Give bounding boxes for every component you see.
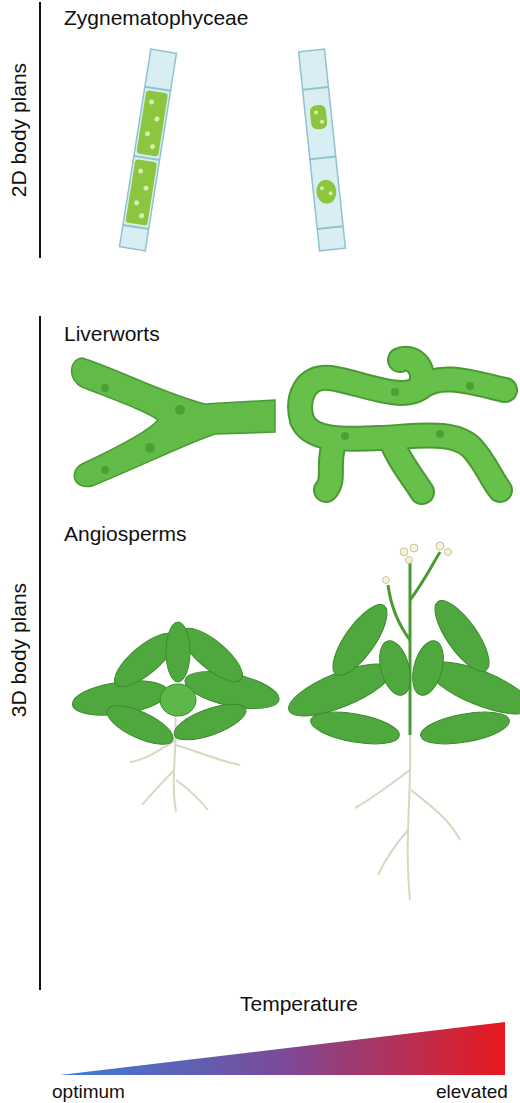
group-heading: Zygnematophyceae xyxy=(64,6,248,30)
flowering-plant xyxy=(283,542,520,900)
section-label: 3D body plans xyxy=(6,582,30,719)
section-line xyxy=(39,2,41,258)
rosette-plant xyxy=(70,620,282,812)
axis-end-label: elevated xyxy=(436,1080,508,1103)
liverwort-thallus xyxy=(72,358,276,487)
algal-filament xyxy=(120,49,177,251)
axis-title: Temperature xyxy=(240,992,358,1016)
axis-end-label: optimum xyxy=(52,1080,125,1103)
group-heading: Liverworts xyxy=(64,322,160,346)
section-label: 2D body plans xyxy=(6,62,30,199)
liverwort-thallus xyxy=(300,359,505,492)
temperature-gradient xyxy=(60,1022,505,1075)
group-heading: Angiosperms xyxy=(64,522,187,546)
algal-filament xyxy=(299,49,346,251)
section-line xyxy=(39,316,41,990)
